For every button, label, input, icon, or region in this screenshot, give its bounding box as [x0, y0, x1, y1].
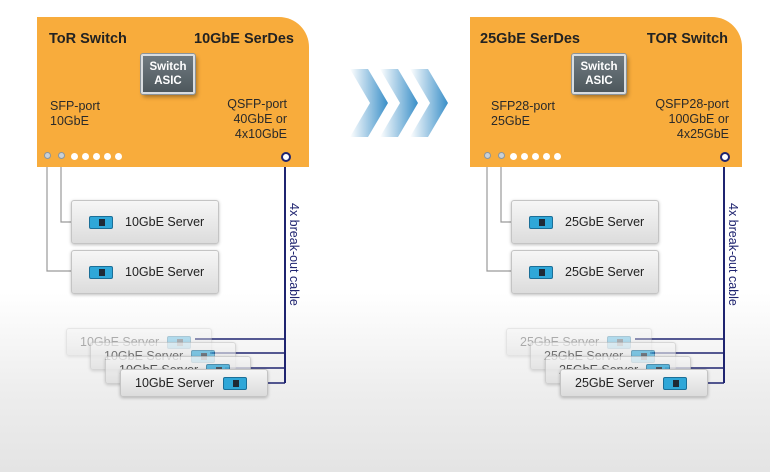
chevron-3 — [410, 69, 448, 137]
sfp-port-7 — [115, 153, 122, 160]
sfp-port-speed: 25GbE — [491, 114, 530, 128]
nic-icon — [663, 377, 687, 390]
sfp-port-label: SFP28-port 25GbE — [491, 99, 555, 129]
qsfp-port-speed-1: 100GbE or — [668, 112, 729, 126]
sfp-port-6 — [543, 153, 550, 160]
qsfp-port-name: QSFP28-port — [655, 97, 729, 111]
qsfp-port-label: QSFP28-port 100GbE or 4x25GbE — [655, 97, 729, 142]
server-label: 25GbE Server — [565, 215, 645, 229]
server-label: 10GbE Server — [125, 215, 205, 229]
switch-title: ToR Switch — [49, 31, 127, 47]
sfp-port-6 — [104, 153, 111, 160]
serdes-label: 10GbE SerDes — [194, 31, 294, 47]
tor-switch-left: ToR Switch 10GbE SerDes Switch ASIC SFP-… — [37, 17, 309, 167]
sfp-port-7 — [554, 153, 561, 160]
serdes-label: 25GbE SerDes — [480, 31, 580, 47]
sfp-port-name: SFP28-port — [491, 99, 555, 113]
nic-icon — [89, 216, 113, 229]
sfp-port-4 — [521, 153, 528, 160]
server-label: 25GbE Server — [575, 376, 655, 390]
sfp-port-2 — [58, 152, 65, 159]
asic-label-line2: ASIC — [154, 75, 182, 87]
server-right-2: 25GbE Server — [511, 250, 659, 294]
qsfp-port-name: QSFP-port — [227, 97, 287, 111]
chevron-arrows-icon — [350, 69, 448, 137]
server-label: 10GbE Server — [135, 376, 215, 390]
sfp-port-2 — [498, 152, 505, 159]
qsfp-port — [720, 152, 730, 162]
asic-label-line1: Switch — [580, 61, 618, 73]
sfp-cable-right-1 — [500, 157, 511, 223]
sfp-port-4 — [82, 153, 89, 160]
nic-icon — [223, 377, 247, 390]
sfp-port-5 — [93, 153, 100, 160]
sfp-port-label: SFP-port 10GbE — [50, 99, 100, 129]
nic-icon — [529, 266, 553, 279]
tor-switch-right: 25GbE SerDes TOR Switch Switch ASIC SFP2… — [470, 17, 742, 167]
server-label: 10GbE Server — [125, 265, 205, 279]
switch-title: TOR Switch — [646, 31, 728, 47]
sfp-port-speed: 10GbE — [50, 114, 89, 128]
breakout-cable-label-left: 4x break-out cable — [287, 203, 301, 306]
server-left-1: 10GbE Server — [71, 200, 219, 244]
sfp-port-3 — [510, 153, 517, 160]
chevron-2 — [380, 69, 418, 137]
breakout-cable-label-right: 4x break-out cable — [726, 203, 740, 306]
chevron-1 — [350, 69, 388, 137]
nic-icon — [89, 266, 113, 279]
server-right-1: 25GbE Server — [511, 200, 659, 244]
sfp-cable-left-2 — [46, 157, 71, 272]
breakout-server-right-4: 25GbE Server — [560, 369, 708, 397]
qsfp-port — [281, 152, 291, 162]
sfp-cable-left-1 — [60, 157, 71, 223]
breakout-server-left-4: 10GbE Server — [120, 369, 268, 397]
server-left-2: 10GbE Server — [71, 250, 219, 294]
sfp-port-name: SFP-port — [50, 99, 101, 113]
qsfp-port-speed-2: 4x10GbE — [234, 127, 287, 141]
server-label: 25GbE Server — [565, 265, 645, 279]
qsfp-port-speed-1: 40GbE or — [233, 112, 287, 126]
sfp-port-1 — [44, 152, 51, 159]
switch-asic-chip: Switch ASIC — [572, 54, 626, 94]
asic-label-line2: ASIC — [585, 75, 613, 87]
sfp-port-3 — [71, 153, 78, 160]
qsfp-port-speed-2: 4x25GbE — [676, 127, 729, 141]
qsfp-port-label: QSFP-port 40GbE or 4x10GbE — [227, 97, 287, 142]
sfp-port-1 — [484, 152, 491, 159]
asic-label-line1: Switch — [149, 61, 187, 73]
nic-icon — [529, 216, 553, 229]
sfp-cable-right-2 — [486, 157, 511, 272]
switch-asic-chip: Switch ASIC — [141, 54, 195, 94]
sfp-port-5 — [532, 153, 539, 160]
